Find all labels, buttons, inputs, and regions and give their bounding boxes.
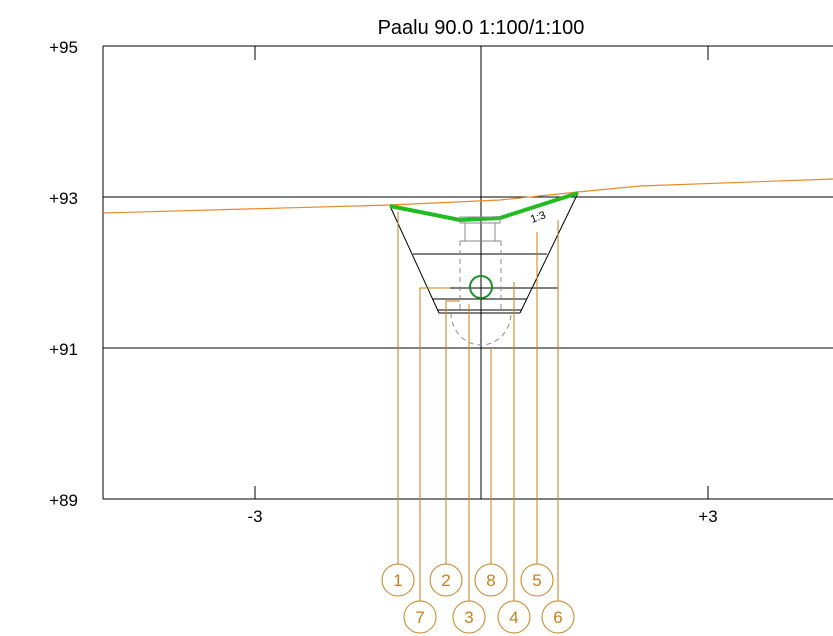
callout-number: 4 [509,608,518,627]
callout-1: 1 [381,563,415,597]
section-frame [102,45,833,500]
callout-number: 5 [532,571,541,590]
callout-number: 8 [486,571,495,590]
callout-bubble [452,600,486,634]
elevation-label-91: +91 [49,340,78,359]
trench-right-wall [519,192,579,314]
callout-bubble [520,563,554,597]
pipe-circle [469,275,493,299]
slope-ratio-label: 1:3 [529,209,547,226]
callout-bubble [429,563,463,597]
callout-5: 5 [520,563,554,597]
callout-2: 2 [429,563,463,597]
surface-restoration-line [389,191,579,223]
elevation-label-93: +93 [49,189,78,208]
drawing-title: Paalu 90.0 1:100/1:100 [378,17,585,39]
structure-neck [464,222,496,242]
callout-6: 6 [541,600,575,634]
callout-number: 1 [393,571,402,590]
callout-bubble [474,563,508,597]
callout-3: 3 [452,600,486,634]
callout-7: 7 [403,600,437,634]
leader-7 [419,287,450,601]
callout-8: 8 [474,563,508,597]
callout-number: 2 [441,571,450,590]
elevation-label-95: +95 [49,38,78,57]
callout-bubble [381,563,415,597]
callout-leaders [397,212,559,601]
structure-outline [450,216,512,346]
callout-number: 7 [415,608,424,627]
callout-bubble [403,600,437,634]
callout-number: 6 [553,608,562,627]
structure-base-dashed [450,312,512,346]
leader-2 [445,300,460,564]
trench-left-wall [389,205,440,314]
callout-bubble [497,600,531,634]
station-label-minus3: -3 [247,507,262,526]
callout-4: 4 [497,600,531,634]
callout-bubble [541,600,575,634]
callout-number: 3 [464,608,473,627]
ground-line [102,178,833,214]
elevation-label-89: +89 [49,491,78,510]
station-label-plus3: +3 [698,507,717,526]
